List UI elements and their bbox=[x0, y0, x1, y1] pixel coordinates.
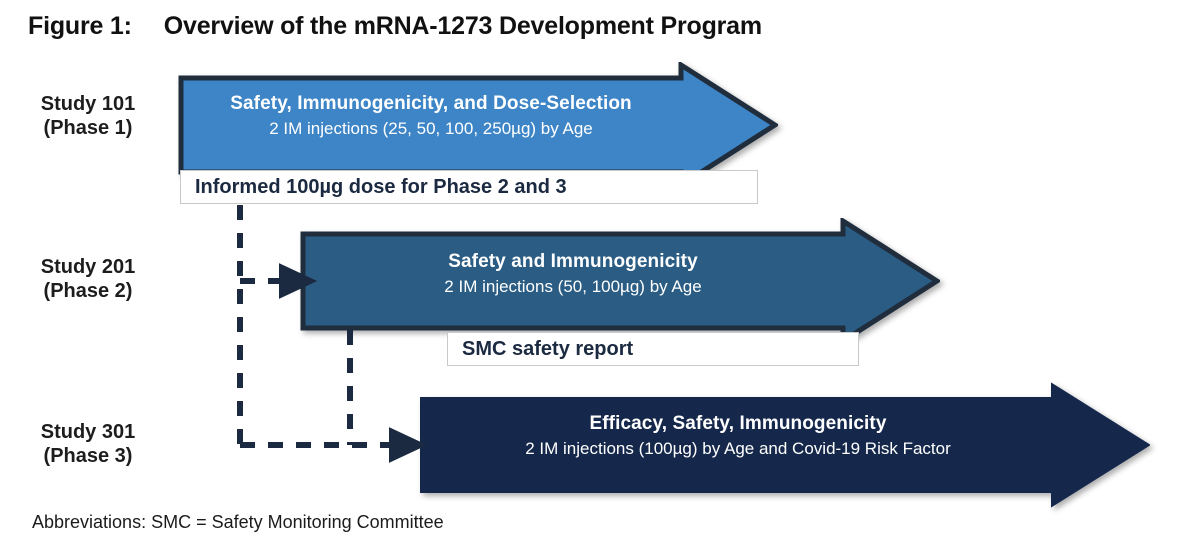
arrow-study-201-shape bbox=[300, 218, 940, 344]
footnote-abbreviations: Abbreviations: SMC = Safety Monitoring C… bbox=[32, 512, 444, 532]
study-201-name: Study 201 bbox=[40, 256, 136, 278]
study-301-phase: (Phase 3) bbox=[43, 445, 133, 468]
arrow-study-201 bbox=[300, 218, 940, 344]
row-label-study-301: Study 301 (Phase 3) bbox=[8, 420, 168, 469]
callout-smc-report: SMC safety report bbox=[447, 332, 859, 366]
figure-label: Figure 1: bbox=[28, 12, 132, 40]
callout-informed-dose-text: Informed 100µg dose for Phase 2 and 3 bbox=[195, 175, 567, 198]
study-101-phase: (Phase 1) bbox=[43, 117, 133, 140]
arrow-study-301-shape bbox=[420, 382, 1150, 508]
callout-informed-dose: Informed 100µg dose for Phase 2 and 3 bbox=[180, 170, 758, 204]
row-label-study-101: Study 101 (Phase 1) bbox=[8, 92, 168, 141]
callout-smc-report-text: SMC safety report bbox=[462, 337, 634, 360]
figure-title-row: Figure 1: Overview of the mRNA-1273 Deve… bbox=[28, 12, 762, 41]
study-201-phase: (Phase 2) bbox=[43, 280, 133, 303]
row-label-study-201: Study 201 (Phase 2) bbox=[8, 255, 168, 304]
arrow-study-301 bbox=[420, 382, 1150, 508]
study-101-name: Study 101 bbox=[40, 93, 136, 115]
figure-title: Overview of the mRNA-1273 Development Pr… bbox=[163, 12, 762, 40]
study-301-name: Study 301 bbox=[40, 421, 136, 443]
arrow-study-101-shape bbox=[178, 62, 778, 188]
